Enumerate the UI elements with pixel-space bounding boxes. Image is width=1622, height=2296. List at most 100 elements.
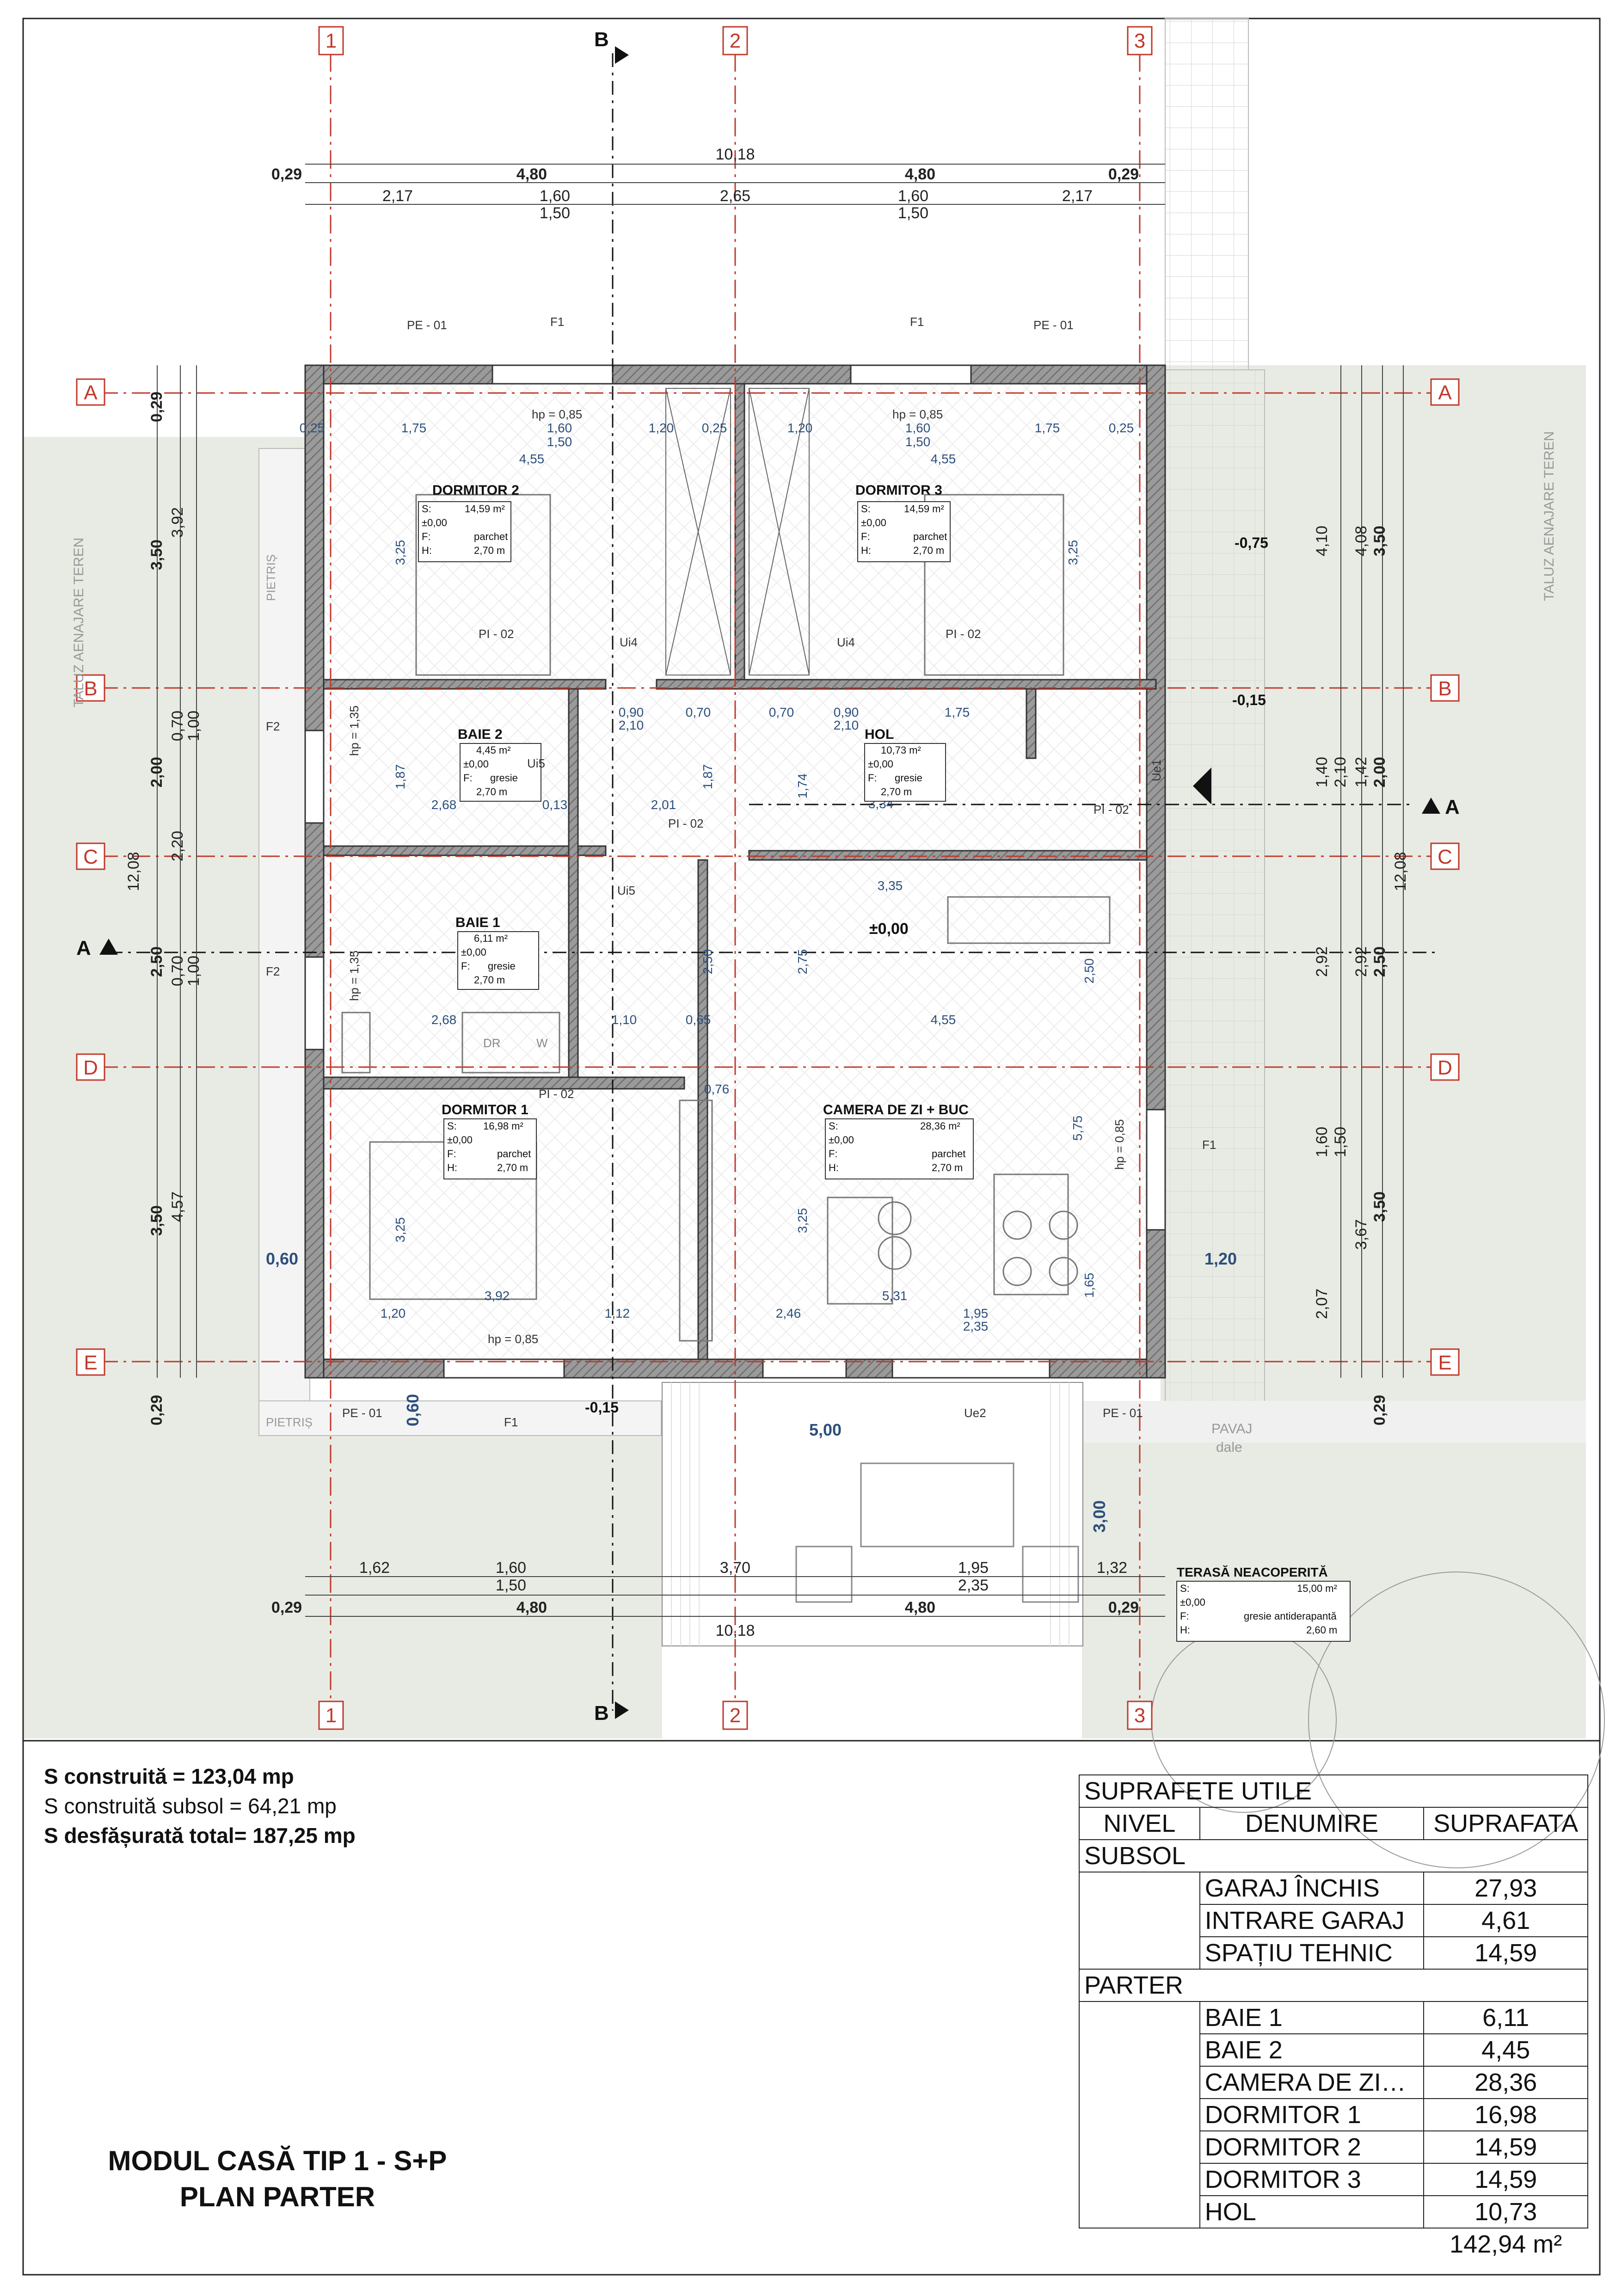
room-floor: gresie: [895, 772, 922, 784]
pe01-top-right: PE - 01: [1033, 318, 1074, 332]
areas-table: SUPRAFETE UTILE NIVEL DENUMIRE SUPRAFATA…: [1079, 1774, 1588, 2260]
axis-bubble-a-right: [1430, 378, 1460, 406]
ue2: Ue2: [964, 1406, 986, 1420]
axis-2-bottom: 2: [730, 1704, 741, 1727]
w-label: W: [536, 1036, 548, 1050]
dim-in-10: 1,50: [547, 435, 572, 449]
room-name: CAMERA DE ZI + BUC: [823, 1102, 969, 1117]
dim-in-49: 1,65: [1082, 1273, 1096, 1298]
table-row: CAMERA DE ZI…28,36: [1079, 2066, 1588, 2099]
ui4-right: Ui4: [837, 635, 855, 649]
pavaj-area: [1082, 1401, 1586, 1443]
dim-right-b4: 0,29: [1371, 1395, 1389, 1425]
area-summary: S construită = 123,04 mp S construită su…: [44, 1762, 356, 1850]
dim-top-wall-left: 0,29: [271, 166, 302, 183]
dim-in-12: 4,55: [519, 452, 545, 466]
axis-bubble-c-right: [1430, 842, 1460, 870]
axis-a-left: A: [84, 381, 98, 404]
s-construita-subsol: S construită subsol = 64,21 mp: [44, 1794, 337, 1818]
dim-in-30: 3,35: [878, 878, 903, 893]
room-hol: HOL 10,73 m² ±0,00 F: gresie 2,70 m: [864, 727, 946, 802]
axis-bubbles-top: 1 2 3 1 2 3 A B C D E A B C D E: [76, 26, 1460, 1730]
dim-bot-r1-2: 3,70: [720, 1559, 750, 1577]
f1-right: F1: [1202, 1138, 1216, 1152]
hp-dorm2: hp = 0,85: [532, 407, 582, 421]
dim-right-a2: 1,40: [1313, 757, 1331, 787]
room-name: HOL: [865, 727, 894, 742]
dim-in-45: 1,12: [605, 1306, 630, 1320]
room-dormitor-2: DORMITOR 2 S: 14,59 m² ±0,00 F: parchet …: [418, 483, 519, 562]
room-s-label: S:: [422, 503, 431, 515]
dim-out-060b: 0,60: [403, 1394, 422, 1426]
dim-right-a0: 4,10: [1313, 526, 1331, 556]
dim-bot-wall-left: 0,29: [271, 1599, 302, 1616]
room-h-label: H:: [1180, 1624, 1190, 1636]
room-level: ±0,00: [422, 517, 447, 528]
axis-3-bottom: 3: [1134, 1704, 1145, 1727]
dim-right-b0: 3,50: [1371, 526, 1389, 556]
dim-in-1: 0,25: [300, 421, 325, 435]
dim-in-41: 3,25: [795, 1208, 810, 1234]
room-area: 16,98 m²: [483, 1120, 523, 1132]
dim-in-34: 2,68: [431, 1013, 457, 1027]
dim-in-11: 1,50: [905, 435, 931, 449]
dimension-lines: [157, 164, 1404, 1617]
section-a-right-arrow: [1422, 798, 1440, 814]
dim-bot-r2-1: 2,35: [958, 1577, 989, 1594]
room-s-label: S:: [861, 503, 871, 515]
pi02-hol: PI - 02: [1094, 803, 1129, 816]
room-area: 4,45 m²: [476, 744, 511, 756]
dim-right-a5: 2,92: [1313, 946, 1331, 977]
dim-left-b2: 2,00: [148, 757, 166, 787]
dim-left-b0: 0,29: [148, 392, 166, 422]
axis-bubble-e-right: [1430, 1348, 1460, 1376]
taluz-right: TALUZ AENAJARE TEREN: [1542, 431, 1557, 601]
pe01-top-left: PE - 01: [407, 318, 447, 332]
dim-in-38: 0,76: [704, 1082, 730, 1096]
dim-in-23: 2,68: [431, 798, 457, 812]
dim-out-300: 3,00: [1090, 1500, 1109, 1533]
dim-out-060: 0,60: [266, 1249, 298, 1268]
room-floor: gresie antiderapantă: [1244, 1610, 1337, 1622]
dim-left-a1: 0,70: [169, 711, 186, 741]
room-f-label: F:: [447, 1148, 456, 1160]
dim-in-39: 5,75: [1070, 1116, 1085, 1141]
room-level: ±0,00: [868, 758, 893, 770]
section-b-top-arrow: [615, 46, 629, 64]
dim-in-6: 1,20: [787, 421, 813, 435]
dims-left: 12,08 0,29 3,50 2,00 2,50 3,50 0,29 3,92…: [125, 392, 203, 1425]
dim-out-120: 1,20: [1204, 1249, 1237, 1268]
dim-right-overall: 12,08: [1392, 852, 1409, 891]
room-f-label: F:: [461, 960, 470, 972]
room-h-label: H:: [447, 1162, 457, 1173]
room-level: ±0,00: [447, 1134, 473, 1146]
room-name: DORMITOR 2: [432, 483, 519, 498]
hp-baie2: hp = 1,35: [347, 706, 361, 756]
terrace-chair-2: [1022, 1546, 1079, 1603]
dim-in-4: 1,20: [649, 421, 674, 435]
pi02-dorm1: PI - 02: [539, 1087, 574, 1101]
dim-bot-total: 10,18: [715, 1622, 755, 1639]
level-parter: PARTER: [1079, 1969, 1588, 2002]
dim-right-a9: 3,67: [1352, 1219, 1370, 1250]
dim-in-8: 1,75: [1035, 421, 1060, 435]
taluz-left: TALUZ AENAJARE TEREN: [71, 538, 86, 707]
room-baie-2: BAIE 2 4,45 m² ±0,00 F: gresie 2,70 m: [458, 727, 541, 802]
dim-in-19: 0,70: [769, 705, 794, 719]
ground-bottom-left: [24, 1436, 662, 1738]
dim-in-20: 0,90: [834, 705, 859, 719]
axis-bubble-3-bottom: [1127, 1701, 1153, 1730]
room-h-label: H:: [861, 545, 871, 556]
dim-right-a8: 1,50: [1332, 1127, 1349, 1157]
axis-bubble-2-top: [722, 26, 748, 55]
hp-dorm1: hp = 0,85: [488, 1332, 538, 1346]
col-nivel: NIVEL: [1079, 1807, 1200, 1840]
f1-bottom: F1: [504, 1415, 518, 1429]
pi02-dorm3: PI - 02: [946, 627, 981, 641]
room-floor: parchet: [913, 531, 947, 542]
